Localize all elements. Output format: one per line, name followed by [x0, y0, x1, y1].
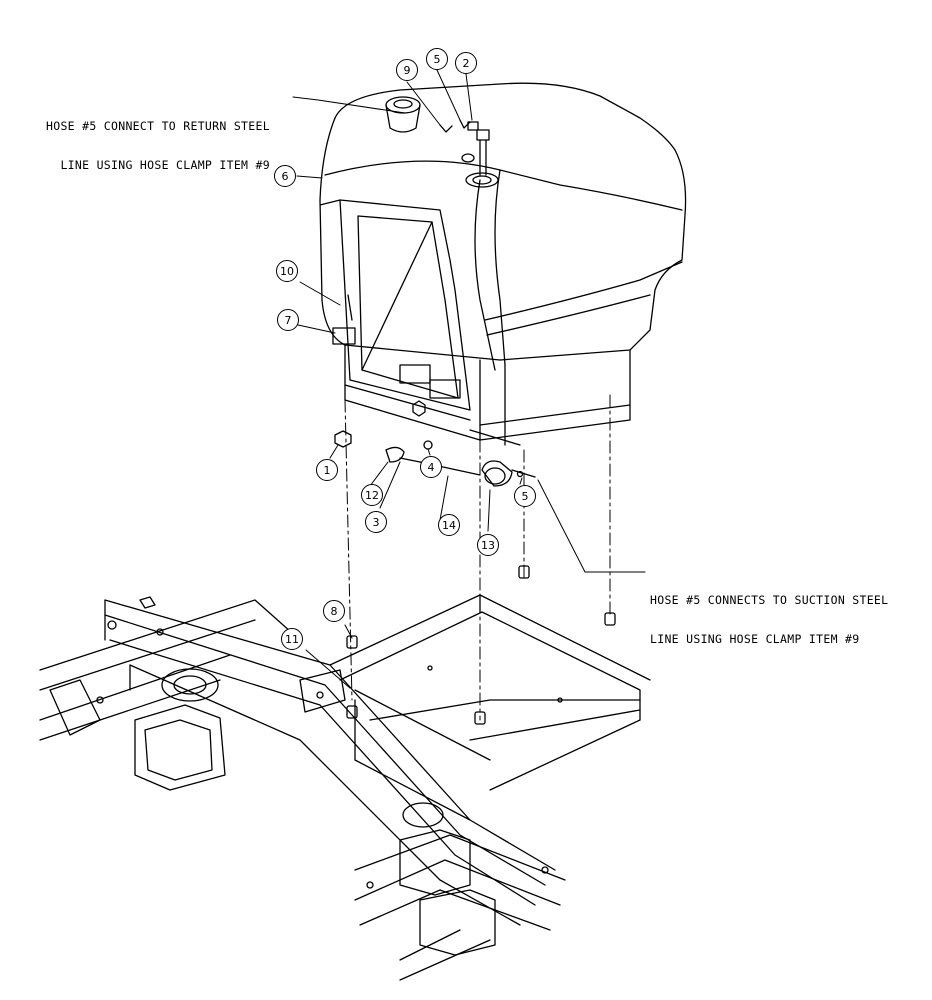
mounting-spacers — [346, 565, 616, 725]
balloon-item-8: 8 — [323, 600, 345, 622]
fuel-tank — [319, 82, 687, 446]
balloon-item-13: 13 — [477, 534, 499, 556]
balloon-item-9: 9 — [396, 59, 418, 81]
balloon-item-12: 12 — [361, 484, 383, 506]
balloon-item-5-lower: 5 — [514, 485, 536, 507]
balloon-item-3: 3 — [365, 511, 387, 533]
return-note-line-1: HOSE #5 CONNECT TO RETURN STEEL — [46, 119, 270, 133]
chassis-frame — [39, 594, 651, 981]
balloon-item-2: 2 — [455, 52, 477, 74]
return-line-note: HOSE #5 CONNECT TO RETURN STEEL LINE USI… — [46, 94, 270, 185]
balloon-item-1: 1 — [316, 459, 338, 481]
suction-line-note: HOSE #5 CONNECTS TO SUCTION STEEL LINE U… — [650, 568, 888, 659]
balloon-item-14: 14 — [438, 514, 460, 536]
return-note-line-2: LINE USING HOSE CLAMP ITEM #9 — [60, 158, 270, 172]
balloon-item-10: 10 — [276, 260, 298, 282]
balloon-item-7: 7 — [277, 309, 299, 331]
balloon-item-4: 4 — [420, 456, 442, 478]
suction-note-line-2: LINE USING HOSE CLAMP ITEM #9 — [650, 632, 860, 646]
balloon-item-11: 11 — [281, 628, 303, 650]
mounting-center-lines — [344, 394, 611, 721]
balloon-item-6: 6 — [274, 165, 296, 187]
balloon-item-5-top: 5 — [426, 48, 448, 70]
suction-note-line-1: HOSE #5 CONNECTS TO SUCTION STEEL — [650, 593, 889, 607]
leader-lines — [292, 69, 646, 689]
